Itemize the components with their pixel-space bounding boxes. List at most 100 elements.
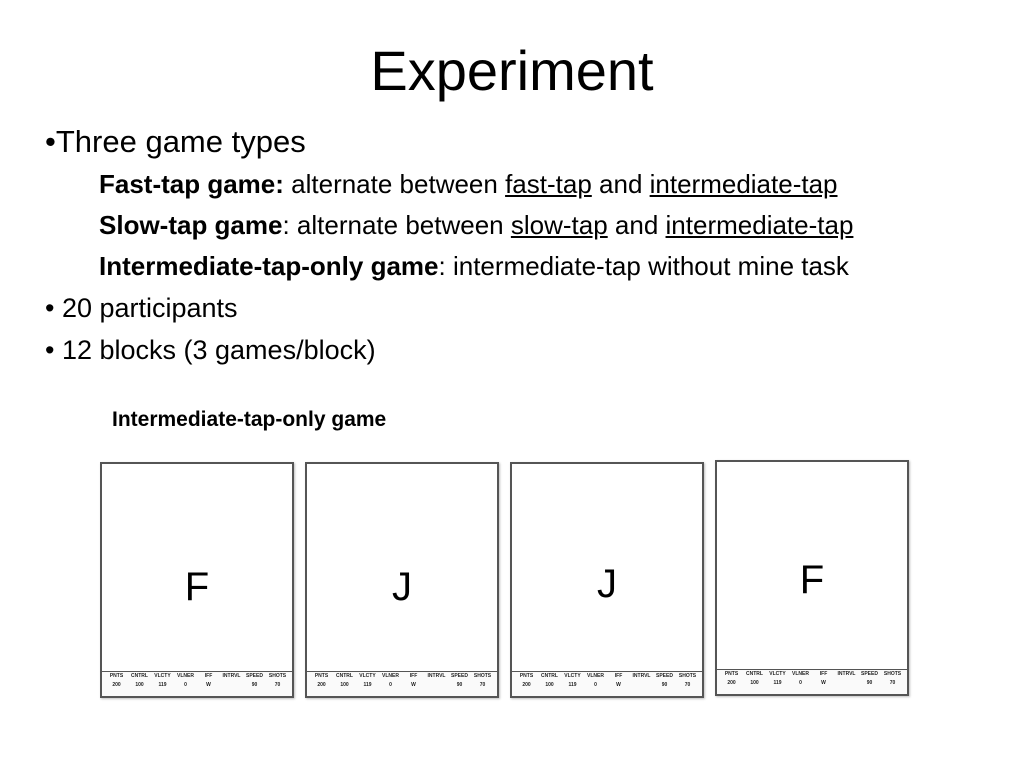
hud-label: VLCTY <box>359 673 376 679</box>
hud-value: 70 <box>274 682 281 688</box>
hud-value: 100 <box>750 680 759 686</box>
hud-label: INTRVL <box>837 671 856 677</box>
underlined-term: slow-tap <box>510 210 608 240</box>
hud-value: 90 <box>456 682 463 688</box>
bullet-participants: • 20 participants <box>45 293 238 323</box>
hud-label: CNTRL <box>131 673 148 679</box>
hud-label: IFF <box>819 671 828 677</box>
hud-label: PNTS <box>109 673 124 679</box>
hud-value: 119 <box>363 682 372 688</box>
hud-value: 119 <box>158 682 167 688</box>
hud-label: VLCTY <box>769 671 786 677</box>
key-letter: J <box>392 565 412 609</box>
hud-label: CNTRL <box>746 671 763 677</box>
underlined-term: intermediate-tap <box>649 169 838 199</box>
hud-label-row: PNTS CNTRL VLCTY VLNER IFF INTRVL SPEED SHOTS <box>102 672 292 681</box>
hud-value: 200 <box>317 682 326 688</box>
hud-label: PNTS <box>519 673 534 679</box>
hud-label: SPEED <box>861 671 878 677</box>
hud-value: 0 <box>389 682 392 688</box>
hud-value: 200 <box>112 682 121 688</box>
hud-value <box>425 681 448 690</box>
hud-value: 0 <box>594 682 597 688</box>
sub-bullet-text: alternate between <box>283 169 506 199</box>
hud-value: 0 <box>799 680 802 686</box>
hud-label: INTRVL <box>427 673 446 679</box>
hud-label: SPEED <box>656 673 673 679</box>
game-screen-1: F PNTS CNTRL VLCTY VLNER IFF INTRVL SPEED SHOTS… <box>100 462 294 698</box>
sub-bullet-text: and <box>607 210 666 240</box>
hud-value <box>220 681 243 690</box>
hud-label: CNTRL <box>541 673 558 679</box>
hud-label: IFF <box>409 673 418 679</box>
sub-bullet-heading: Slow-tap game <box>99 210 283 240</box>
hud-label: INTRVL <box>222 673 241 679</box>
key-letter: F <box>184 565 210 609</box>
hud-label: SPEED <box>246 673 263 679</box>
underlined-term: fast-tap <box>505 169 592 199</box>
key-letter: J <box>597 562 617 606</box>
hud-value: 90 <box>866 680 873 686</box>
hud-label: PNTS <box>314 673 329 679</box>
sub-bullet-text: and <box>591 169 650 199</box>
bullet-blocks: • 12 blocks (3 games/block) <box>45 335 376 365</box>
hud-value: 70 <box>889 680 896 686</box>
hud-label: IFF <box>614 673 623 679</box>
hud-label: VLNER <box>587 673 604 679</box>
sub-bullet-heading: Intermediate-tap-only game <box>99 251 439 281</box>
hud-value: W <box>616 682 621 688</box>
hud-label: SHOTS <box>268 673 287 679</box>
hud-value: 119 <box>568 682 577 688</box>
hud-label: PNTS <box>724 671 739 677</box>
underlined-term: intermediate-tap <box>665 210 854 240</box>
hud-value: 90 <box>251 682 258 688</box>
sub-bullet-heading: Fast-tap game: <box>99 169 284 199</box>
hud-value: 70 <box>684 682 691 688</box>
hud-label: SPEED <box>451 673 468 679</box>
sub-bullet-fast-tap: Fast-tap game: alternate between fast-ta… <box>45 164 1020 205</box>
hud-value: W <box>411 682 416 688</box>
hud-label: CNTRL <box>336 673 353 679</box>
hud-value: 100 <box>340 682 349 688</box>
hud-value: 119 <box>773 680 782 686</box>
hud-value: 200 <box>727 680 736 686</box>
hud-value <box>630 681 653 690</box>
hud-label: VLCTY <box>154 673 171 679</box>
hud-label: INTRVL <box>632 673 651 679</box>
hud-panel: PNTS CNTRL VLCTY VLNER IFF INTRVL SPEED SHOTS 20… <box>717 669 907 694</box>
hud-value: W <box>821 680 826 686</box>
figure-caption: Intermediate-tap-only game <box>112 408 387 431</box>
hud-label: VLCTY <box>564 673 581 679</box>
sub-bullet-slow-tap: Slow-tap game: alternate between slow-ta… <box>45 205 1020 246</box>
hud-label: SHOTS <box>883 671 902 677</box>
hud-label: VLNER <box>792 671 809 677</box>
hud-label-row: PNTS CNTRL VLCTY VLNER IFF INTRVL SPEED SHOTS <box>512 672 702 681</box>
hud-value: 100 <box>135 682 144 688</box>
hud-panel: PNTS CNTRL VLCTY VLNER IFF INTRVL SPEED SHOTS 20… <box>102 671 292 696</box>
hud-label: SHOTS <box>678 673 697 679</box>
hud-value: 0 <box>184 682 187 688</box>
hud-value <box>835 679 858 688</box>
slide-title: Experiment <box>370 39 654 102</box>
hud-label: IFF <box>204 673 213 679</box>
sub-bullet-intermediate-only: Intermediate-tap-only game: intermediate… <box>45 246 1020 287</box>
bullet-list: •Three game types Fast-tap game: alterna… <box>45 120 1020 371</box>
game-screen-3: J PNTS CNTRL VLCTY VLNER IFF INTRVL SPEED SHOTS… <box>510 462 704 698</box>
hud-value-row: 200 100 119 0 W 90 70 <box>307 681 497 690</box>
sub-bullet-text: : intermediate-tap without mine task <box>438 251 849 281</box>
game-screen-4: F PNTS CNTRL VLCTY VLNER IFF INTRVL SPEED SHOTS… <box>715 460 909 696</box>
bullet-game-types: •Three game types <box>45 124 306 159</box>
key-letter: F <box>799 558 825 602</box>
hud-value: 90 <box>661 682 668 688</box>
hud-value: 70 <box>479 682 486 688</box>
hud-label-row: PNTS CNTRL VLCTY VLNER IFF INTRVL SPEED SHOTS <box>717 670 907 679</box>
hud-value-row: 200 100 119 0 W 90 70 <box>717 679 907 688</box>
hud-label: VLNER <box>177 673 194 679</box>
hud-value: 100 <box>545 682 554 688</box>
